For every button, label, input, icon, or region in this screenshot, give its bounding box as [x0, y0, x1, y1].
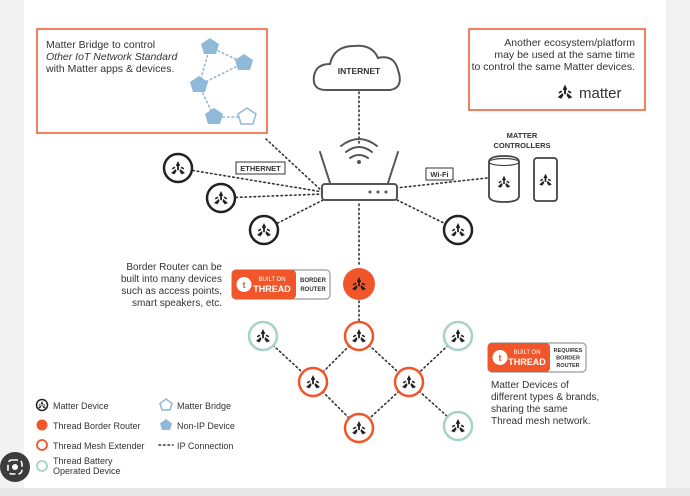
legend-battery-device-icon — [36, 460, 48, 472]
mesh-text-line3: sharing the same — [491, 404, 568, 415]
svg-text:t: t — [243, 280, 246, 290]
border-router-text-line3: such as access points, — [121, 286, 222, 297]
badge-border-top: BUILT ON — [258, 277, 285, 283]
lens-icon — [7, 459, 23, 475]
badge-requires-tag2: BORDER — [556, 356, 580, 362]
badge-border-tag2: ROUTER — [300, 287, 326, 293]
thread-border-router-badge: t BUILT ON THREAD BORDER ROUTER — [231, 269, 331, 300]
badge-requires-tag1: REQUIRES — [554, 348, 583, 354]
badge-requires-tag3: ROUTER — [556, 363, 579, 369]
ethernet-label: ETHERNET — [240, 164, 281, 173]
mesh-text-line2: different types & brands, — [491, 392, 599, 403]
thread-battery-nodes — [247, 320, 474, 442]
internet-label: INTERNET — [338, 66, 381, 76]
legend-thread-border-router: Thread Border Router — [53, 421, 141, 431]
legend-border-router-icon — [36, 419, 48, 431]
legend-ip-connection: IP Connection — [177, 441, 233, 451]
legend-non-ip-device-icon — [160, 419, 172, 430]
smartphone-icon — [533, 157, 558, 202]
thread-border-router-node — [343, 268, 375, 300]
border-router-text-line4: smart speakers, etc. — [132, 298, 222, 309]
badge-border-main: THREAD — [253, 284, 291, 294]
legend-thread-battery-1: Thread Battery — [53, 456, 113, 466]
legend-matter-device-icon — [35, 398, 49, 412]
wifi-label: Wi-Fi — [430, 170, 448, 179]
ecosystem-callout-line3: to control the same Matter devices. — [472, 61, 635, 73]
controllers-label-line2: CONTROLLERS — [493, 141, 550, 150]
thread-mesh-extender-nodes — [297, 320, 425, 444]
ecosystem-callout-line1: Another ecosystem/platform — [504, 37, 635, 49]
non-ip-device-icon — [205, 108, 223, 124]
legend-matter-bridge: Matter Bridge — [177, 401, 231, 411]
bridge-callout-box — [36, 28, 268, 134]
matter-brand-text: matter — [579, 85, 622, 102]
badge-border-tag1: BORDER — [300, 278, 327, 284]
legend-matter-bridge-icon — [159, 398, 173, 411]
wifi-label-box — [425, 167, 454, 181]
matter-logo-icon — [557, 84, 573, 99]
ecosystem-callout-box — [468, 28, 646, 111]
bridge-callout-line1: Matter Bridge to control — [46, 39, 155, 51]
matter-device-nodes — [162, 152, 474, 246]
mesh-text-line4: Thread mesh network. — [491, 416, 591, 427]
matter-bridge-icon — [190, 38, 253, 92]
frame-bottom-margin — [0, 488, 690, 496]
smart-speaker-icon — [488, 155, 520, 203]
border-router-text-line1: Border Router can be — [126, 262, 222, 273]
bridge-callout-line3: with Matter apps & devices. — [45, 63, 174, 75]
ethernet-label-box — [235, 161, 286, 175]
frame-left-margin — [0, 0, 24, 496]
ip-connection-lines — [177, 91, 488, 429]
frame-right-margin — [666, 0, 690, 496]
legend-non-ip-device: Non-IP Device — [177, 421, 235, 431]
image-search-button[interactable] — [0, 452, 30, 482]
legend-thread-mesh-extender: Thread Mesh Extender — [53, 441, 145, 451]
controllers-label-line1: MATTER — [507, 131, 538, 140]
svg-text:t: t — [499, 353, 502, 363]
matter-bridge-outline-icon — [237, 107, 257, 125]
badge-requires-top: BUILT ON — [513, 350, 540, 356]
border-router-text-line2: built into many devices — [121, 274, 222, 285]
ecosystem-callout-line2: may be used at the same time — [494, 49, 635, 61]
legend-mesh-extender-icon — [36, 439, 48, 451]
wifi-router-icon — [319, 138, 399, 201]
mesh-text-line1: Matter Devices of — [491, 380, 569, 391]
thread-requires-badge: t BUILT ON THREAD REQUIRES BORDER ROUTER — [487, 342, 587, 373]
legend-thread-battery-2: Operated Device — [53, 466, 121, 476]
badge-requires-main: THREAD — [508, 357, 546, 367]
legend-matter-device: Matter Device — [53, 401, 109, 411]
bridge-callout-line2: Other IoT Network Standard — [46, 51, 178, 63]
internet-cloud-icon — [312, 44, 401, 91]
legend: Matter Device Thread Border Router Threa… — [35, 398, 235, 476]
